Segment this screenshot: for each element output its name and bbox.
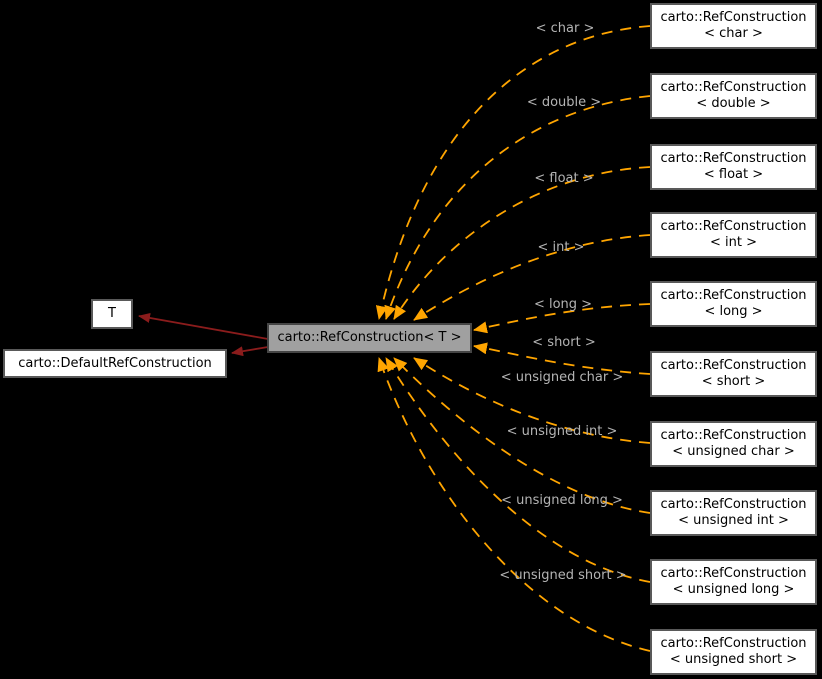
instance-line2: < char > [704, 26, 763, 41]
instance-line2: < short > [701, 374, 766, 389]
node-instance-char[interactable]: carto::RefConstruction < char > [650, 3, 817, 49]
edge-label-unsigned-long: < unsigned long > [501, 493, 623, 508]
node-instance-double[interactable]: carto::RefConstruction < double > [650, 73, 817, 119]
edge-template-unsigned-char [413, 357, 651, 444]
edge-template-float [393, 166, 651, 320]
instance-line2: < double > [696, 96, 771, 111]
instance-line2: < unsigned int > [678, 513, 789, 528]
node-instance-long[interactable]: carto::RefConstruction < long > [650, 281, 817, 327]
edge-label-short: < short > [532, 335, 596, 350]
node-t-label: T [108, 306, 116, 321]
node-instance-unsigned-char[interactable]: carto::RefConstruction < unsigned char > [650, 421, 817, 467]
node-instance-unsigned-long[interactable]: carto::RefConstruction < unsigned long > [650, 559, 817, 605]
edge-label-int: < int > [537, 240, 585, 255]
instance-line1: carto::RefConstruction [660, 428, 807, 443]
instance-line2: < long > [704, 304, 763, 319]
node-instance-unsigned-short[interactable]: carto::RefConstruction < unsigned short … [650, 629, 817, 675]
edge-inheritance-t [138, 313, 269, 340]
instance-line1: carto::RefConstruction [660, 288, 807, 303]
instance-line1: carto::RefConstruction [660, 566, 807, 581]
edge-template-char [375, 25, 651, 320]
instance-line1: carto::RefConstruction [660, 219, 807, 234]
instance-line2: < unsigned long > [672, 582, 795, 597]
node-instance-unsigned-int[interactable]: carto::RefConstruction < unsigned int > [650, 490, 817, 536]
edge-label-char: < char > [535, 21, 595, 36]
node-center-label: carto::RefConstruction< T > [277, 330, 462, 345]
node-instance-float[interactable]: carto::RefConstruction < float > [650, 144, 817, 190]
instance-line2: < unsigned short > [669, 652, 798, 667]
edge-label-unsigned-char: < unsigned char > [500, 370, 624, 385]
instance-line1: carto::RefConstruction [660, 636, 807, 651]
edge-inheritance-defaultref [231, 346, 269, 357]
node-carto-defaultrefconstruction[interactable]: carto::DefaultRefConstruction [3, 349, 227, 378]
edge-label-long: < long > [533, 297, 593, 312]
edge-template-short [473, 342, 651, 375]
node-instance-int[interactable]: carto::RefConstruction < int > [650, 212, 817, 258]
edge-template-unsigned-long [385, 357, 651, 583]
node-t[interactable]: T [91, 299, 133, 329]
node-carto-refconstruction-template[interactable]: carto::RefConstruction< T > [267, 323, 472, 353]
edge-label-float: < float > [534, 171, 594, 186]
instance-line2: < float > [703, 167, 764, 182]
edge-template-long [473, 303, 651, 334]
edge-template-unsigned-short [377, 357, 651, 652]
instance-line2: < int > [710, 235, 757, 250]
edge-label-unsigned-short: < unsigned short > [499, 568, 627, 583]
node-instance-short[interactable]: carto::RefConstruction < short > [650, 351, 817, 397]
instance-line1: carto::RefConstruction [660, 10, 807, 25]
edge-template-int [413, 234, 651, 321]
instance-line1: carto::RefConstruction [660, 151, 807, 166]
instance-line1: carto::RefConstruction [660, 497, 807, 512]
edge-template-double [384, 95, 651, 320]
instance-line2: < unsigned char > [672, 444, 795, 459]
edge-label-double: < double > [526, 95, 602, 110]
instance-line1: carto::RefConstruction [660, 80, 807, 95]
node-defaultrefconstruction-label: carto::DefaultRefConstruction [18, 355, 212, 371]
edge-label-unsigned-int: < unsigned int > [506, 424, 618, 439]
instance-line1: carto::RefConstruction [660, 358, 807, 373]
edge-template-unsigned-int [393, 357, 651, 514]
